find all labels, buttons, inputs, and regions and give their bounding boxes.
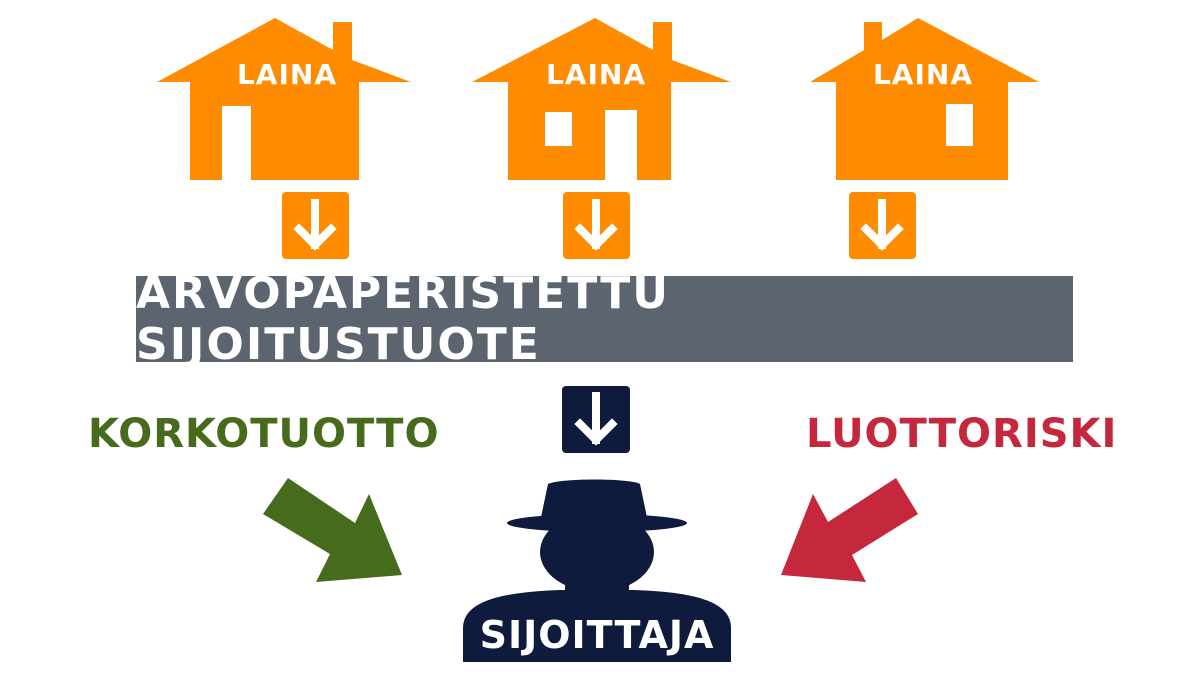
house-icon (157, 18, 411, 180)
investor-label: SIJOITTAJA (479, 613, 715, 657)
house-label: LAINA (236, 58, 338, 91)
person-with-hat-icon (463, 479, 731, 662)
house-label: LAINA (545, 58, 647, 91)
credit-risk-label: LUOTTORISKI (806, 411, 1118, 457)
house-label: LAINA (872, 58, 974, 91)
diagonal-arrow-icon (263, 478, 402, 582)
house-icon (810, 18, 1039, 180)
down-arrow-icon (282, 192, 349, 259)
house-icon (472, 18, 731, 180)
house-window (545, 112, 572, 146)
banner-label: ARVOPAPERISTETTU SIJOITUSTUOTE (136, 268, 670, 370)
down-arrow-icon (563, 192, 630, 259)
down-arrow-icon (849, 192, 916, 259)
interest-label: KORKOTUOTTO (88, 411, 440, 457)
diagonal-arrow-icon (781, 478, 918, 582)
securitized-product-banner: ARVOPAPERISTETTU SIJOITUSTUOTE (136, 268, 1073, 370)
down-arrow-icon (562, 386, 630, 453)
house-window (946, 104, 973, 146)
